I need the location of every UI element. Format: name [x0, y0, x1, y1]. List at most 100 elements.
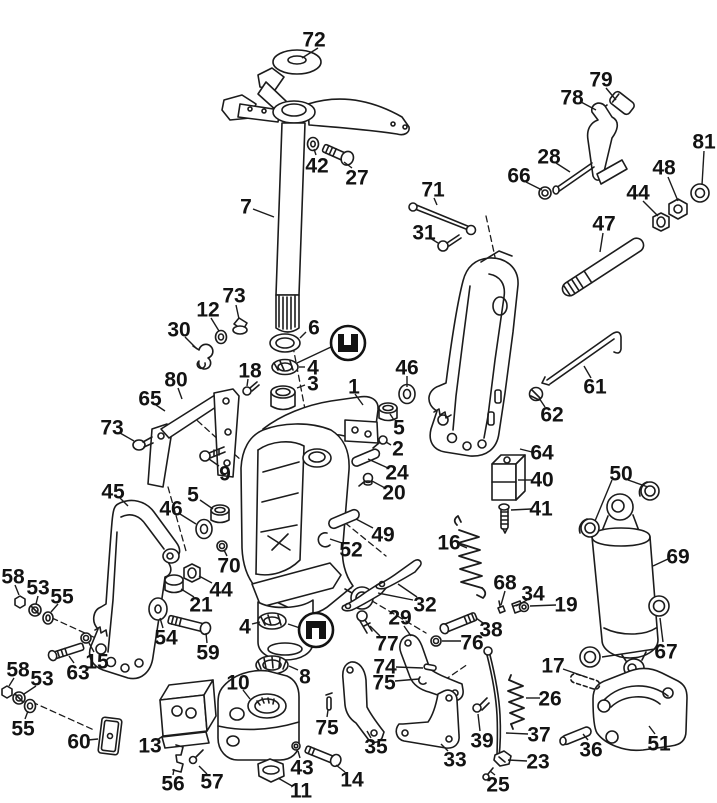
part-46-washer-left [195, 518, 213, 540]
part-label-46: 46 [159, 498, 182, 521]
leader-line [8, 677, 15, 687]
part-3-bushing [270, 385, 296, 411]
part-label-3: 3 [307, 373, 319, 396]
part-label-56: 56 [161, 773, 184, 796]
part-41-bolt [498, 503, 510, 534]
part-label-57: 57 [200, 771, 223, 794]
part-56-clip [172, 744, 184, 773]
leader-line [301, 47, 319, 59]
leader-line [68, 655, 75, 664]
leader-line [246, 378, 249, 387]
part-77-bolt [356, 610, 373, 634]
part-76-nut [430, 635, 442, 647]
part-30-spring [192, 343, 214, 370]
leader-line [198, 765, 208, 775]
part-label-50: 50 [609, 463, 632, 486]
part-label-49: 49 [371, 524, 394, 547]
part-label-14: 14 [340, 769, 364, 792]
part-71-link-rod [408, 202, 477, 236]
leader-line [355, 518, 374, 529]
part-label-44: 44 [626, 182, 650, 205]
part-label-35: 35 [364, 736, 388, 759]
part-27-bolt [321, 143, 355, 166]
part-53-nut-upper [28, 603, 42, 617]
part-label-21: 21 [189, 594, 213, 617]
part-73-screw-left [132, 436, 154, 451]
part-label-58: 58 [1, 566, 25, 589]
part-55-washer-upper [42, 611, 54, 625]
part-label-52: 52 [339, 539, 362, 562]
part-55-washer-lower [23, 698, 37, 714]
part-38-bolt [439, 612, 478, 635]
leader-line [433, 197, 438, 206]
grease-symbol-ring [297, 611, 335, 649]
part-51-shock-mount [592, 667, 688, 752]
part-50-bushing-left [578, 518, 600, 538]
part-label-13: 13 [138, 735, 161, 758]
leader-line [367, 458, 389, 469]
part-35-lever [341, 661, 385, 744]
part-73-screw-upper [232, 317, 248, 335]
part-72-cap [272, 49, 322, 75]
part-label-40: 40 [530, 469, 553, 492]
leader-line [505, 732, 529, 735]
part-43-nut [291, 741, 301, 751]
part-58-nut-lower [1, 685, 13, 699]
part-label-29: 29 [388, 607, 411, 630]
leader-line [198, 575, 213, 584]
part-74-pin [423, 663, 437, 672]
part-8-bearing [255, 655, 289, 675]
part-29-lever [399, 634, 464, 702]
part-23-clip [493, 750, 512, 767]
leader-line [403, 625, 412, 637]
part-80-65-linkage [147, 388, 240, 488]
leader-line [329, 538, 343, 544]
part-label-76: 76 [460, 632, 483, 655]
part-label-78: 78 [560, 87, 584, 110]
leader-line [119, 497, 129, 507]
leader-line [582, 733, 589, 741]
part-label-47: 47 [592, 213, 615, 236]
part-label-11: 11 [290, 780, 313, 803]
part-36-pin [559, 726, 592, 746]
grease-gun-icon [306, 621, 326, 639]
part-20-screw [358, 472, 374, 487]
leader-line [251, 621, 261, 625]
leader-line [208, 458, 220, 467]
leader-line [199, 499, 214, 510]
part-64-stern-bracket-right [428, 250, 519, 457]
part-label-28: 28 [537, 146, 561, 169]
part-17-pin-dashed [569, 672, 601, 691]
leader-line [519, 448, 533, 453]
leader-line [385, 441, 392, 446]
part-62-nut [528, 386, 544, 402]
leader-line [429, 237, 439, 244]
part-label-73: 73 [222, 285, 245, 308]
part-44-nut-upper [652, 212, 670, 232]
part-18-screw [242, 381, 260, 396]
leader-line [477, 713, 481, 732]
part-44-nut-left [183, 563, 201, 583]
part-59-bolt [167, 614, 212, 636]
part-label-18: 18 [238, 360, 262, 383]
part-33-bracket [395, 689, 460, 749]
part-label-16: 16 [437, 532, 460, 555]
leader-line [24, 710, 29, 720]
leader-line [326, 709, 329, 718]
part-label-36: 36 [579, 739, 602, 762]
part-label-5: 5 [187, 484, 199, 507]
part-label-32: 32 [413, 594, 436, 617]
part-label-2: 2 [392, 438, 404, 461]
part-label-39: 39 [470, 730, 493, 753]
leader-line [177, 387, 183, 400]
leader-line [377, 592, 414, 601]
part-label-10: 10 [226, 672, 249, 695]
part-label-63: 63 [66, 662, 89, 685]
grease-symbol-ring [329, 324, 367, 362]
part-label-4: 4 [239, 616, 251, 639]
leader-line [459, 544, 468, 549]
leader-line [297, 750, 301, 759]
leader-line [223, 549, 228, 557]
part-7-swivel-shaft [275, 122, 306, 333]
